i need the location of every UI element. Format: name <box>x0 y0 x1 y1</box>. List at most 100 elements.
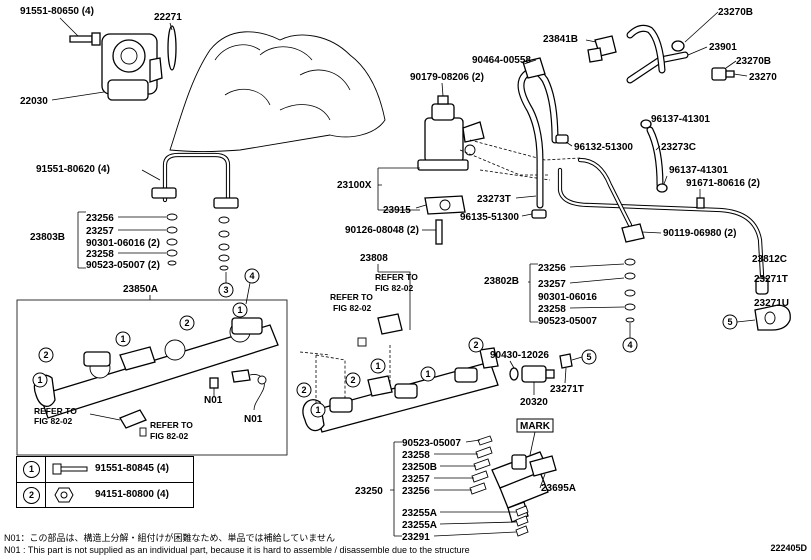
bracket-left[interactable] <box>119 409 147 437</box>
hose-23273T[interactable] <box>517 67 559 209</box>
svg-text:1: 1 <box>375 361 380 371</box>
label-20320: 20320 <box>520 397 548 408</box>
label-23255A-b: 23255A <box>402 520 437 531</box>
label-23841B: 23841B <box>543 34 578 45</box>
callout-2-b: 2 <box>38 347 54 363</box>
legend-num-1: 1 <box>17 457 46 482</box>
label-90523-stack: 90523-05007 <box>402 438 461 449</box>
fig-ref-c: FIG 82-02 <box>375 283 414 293</box>
label-23808: 23808 <box>360 253 388 264</box>
clip-23271T-b[interactable] <box>559 353 573 369</box>
delivery-pipe-left[interactable] <box>33 317 279 419</box>
callout-2-d: 2 <box>345 372 361 388</box>
callout-1-d: 1 <box>420 366 436 382</box>
vsv-assembly[interactable] <box>417 103 485 171</box>
fuel-pipe-23812C[interactable] <box>557 157 765 278</box>
svg-text:2: 2 <box>473 340 478 350</box>
svg-text:MARK: MARK <box>520 421 551 432</box>
label-23271T-a: 23271T <box>754 274 788 285</box>
svg-text:2: 2 <box>301 385 306 395</box>
label-23257-left: 23257 <box>86 226 114 237</box>
intake-manifold <box>169 31 386 152</box>
callout-1-b: 1 <box>232 302 248 318</box>
gasket-23915[interactable] <box>424 195 466 215</box>
label-90430: 90430-12026 <box>490 350 549 361</box>
vsv-23841B[interactable] <box>587 35 617 63</box>
label-90301-left: 90301-06016 (2) <box>86 238 160 249</box>
fuel-pipe-left[interactable] <box>151 152 239 209</box>
throttle-bolt[interactable] <box>69 32 101 46</box>
note-jp: N01：この部品は、構造上分解・組付けが困難なため、単品では補給していません <box>4 533 335 543</box>
label-23256-left: 23256 <box>86 213 114 224</box>
clamp-96135[interactable] <box>531 209 547 219</box>
hose-23901[interactable] <box>626 24 689 84</box>
note-en: N01 : This part is not supplied as an in… <box>4 545 470 555</box>
label-96132: 96132-51300 <box>574 142 633 153</box>
svg-text:4: 4 <box>627 340 632 350</box>
svg-text:2: 2 <box>184 318 189 328</box>
callout-3-left: 3 <box>218 282 234 298</box>
label-23271U: 23271U <box>754 298 789 309</box>
throttle-body[interactable] <box>101 33 163 101</box>
sensor-n01-a[interactable] <box>209 377 219 396</box>
stud-90126[interactable] <box>435 219 443 245</box>
clamp-96132[interactable] <box>555 134 569 144</box>
callout-4-left: 4 <box>244 268 260 284</box>
delivery-pipe-left-frame <box>16 299 288 456</box>
label-23803B: 23803B <box>30 232 65 243</box>
svg-text:3: 3 <box>223 285 228 295</box>
label-22271: 22271 <box>154 12 182 23</box>
clip-23270B-a[interactable] <box>671 40 685 52</box>
callout-1-f: 1 <box>310 402 326 418</box>
bracket-right[interactable] <box>357 313 403 347</box>
svg-text:4: 4 <box>249 271 254 281</box>
label-23256-right: 23256 <box>538 263 566 274</box>
refer-to-c: REFER TO <box>375 272 418 282</box>
label-23256-stack: 23256 <box>402 486 430 497</box>
label-23270B-b: 23270B <box>736 56 771 67</box>
callout-2-e: 2 <box>296 382 312 398</box>
label-23250B: 23250B <box>402 462 437 473</box>
legend-row-2: 2 94151-80800 (4) <box>17 482 193 508</box>
bolt-90179[interactable] <box>437 95 449 105</box>
refer-to-a: REFER TO <box>34 406 77 416</box>
check-valve-23270[interactable] <box>711 67 735 81</box>
hose-23271U[interactable] <box>754 304 791 331</box>
hose-23271T-a[interactable] <box>755 277 769 295</box>
fig-ref-a: FIG 82-02 <box>34 416 73 426</box>
svg-text:2: 2 <box>350 375 355 385</box>
seal-stack-right <box>624 258 636 323</box>
legend-part-2: 94151-80800 (4) <box>95 489 169 500</box>
pulsation-damper-20320[interactable] <box>521 365 555 383</box>
bolt-90119[interactable] <box>621 223 645 243</box>
label-23812C: 23812C <box>752 254 787 265</box>
diagram-id: 222405D <box>770 543 807 553</box>
label-96135: 96135-51300 <box>460 212 519 223</box>
clamp-96137-a[interactable] <box>640 119 652 129</box>
label-23901: 23901 <box>709 42 737 53</box>
seal-stack-left-a <box>166 213 178 266</box>
label-91551-80650: 91551-80650 (4) <box>20 6 94 17</box>
label-23270B-a: 23270B <box>718 7 753 18</box>
hose-23273C[interactable] <box>646 126 664 189</box>
sensor-n01-b[interactable] <box>231 369 267 411</box>
bolt-91671[interactable] <box>696 197 705 209</box>
delivery-pipe-right[interactable] <box>302 347 499 433</box>
clip-90464[interactable] <box>522 57 546 79</box>
refer-to-d: REFER TO <box>330 292 373 302</box>
legend-row-1: 1 91551-80845 (4) <box>17 457 193 482</box>
fig-ref-b: FIG 82-02 <box>150 431 189 441</box>
label-91551-80620: 91551-80620 (4) <box>36 164 110 175</box>
label-23915: 23915 <box>383 205 411 216</box>
legend-num-2: 2 <box>17 483 46 508</box>
label-23257-right: 23257 <box>538 279 566 290</box>
bolt-icon <box>52 463 88 475</box>
label-96137-a: 96137-41301 <box>651 114 710 125</box>
ring-90430[interactable] <box>509 367 519 381</box>
connector-23695A[interactable] <box>529 455 557 477</box>
seal-stack-left-b <box>218 216 230 271</box>
clamp-96137-b[interactable] <box>656 183 668 193</box>
label-N01-a: N01 <box>204 395 223 406</box>
throttle-gasket[interactable] <box>167 25 177 71</box>
